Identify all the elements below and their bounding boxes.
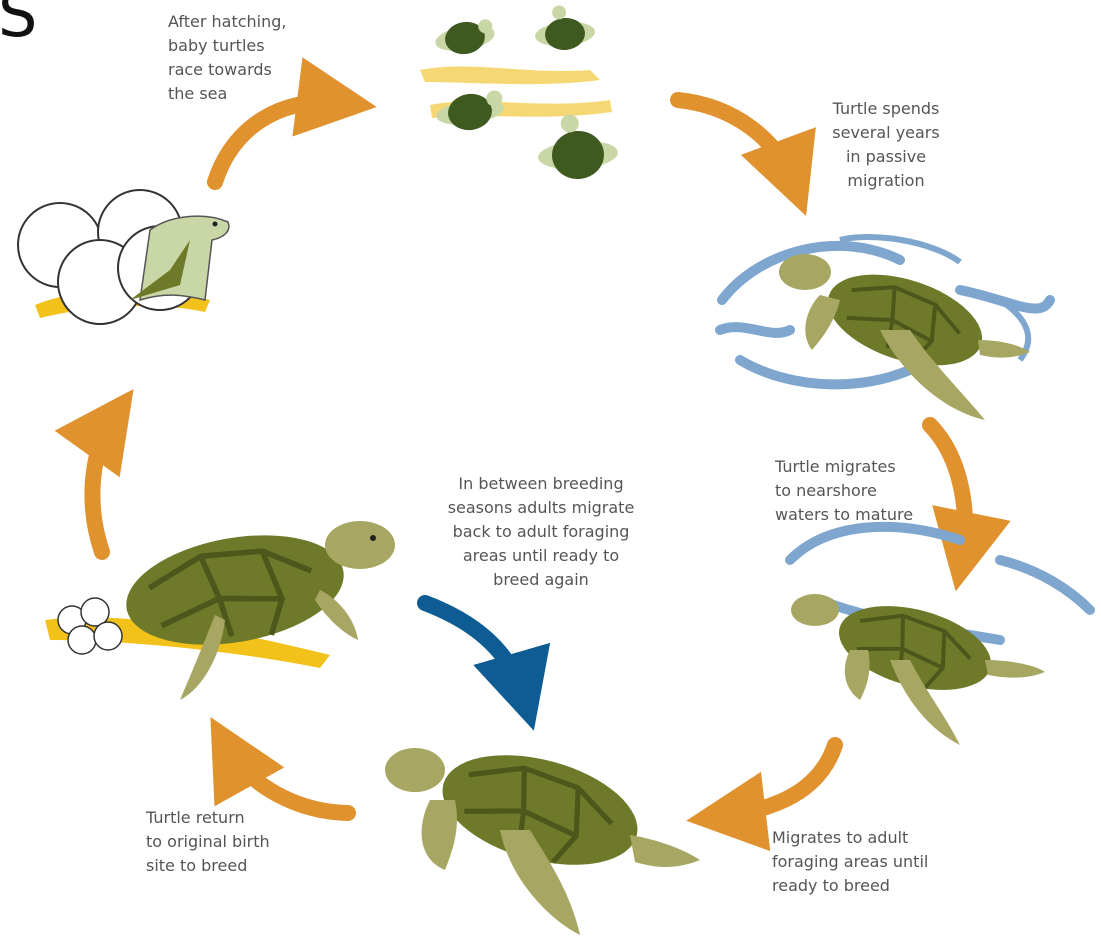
caption-foraging: Migrates to adult foraging areas until r… — [772, 826, 952, 898]
caption-return: Turtle return to original birth site to … — [146, 806, 296, 878]
caption-hatching: After hatching, baby turtles race toward… — [168, 10, 318, 106]
caption-nearshore: Turtle migrates to nearshore waters to m… — [775, 455, 935, 527]
arrow-eggs-to-hatchlings — [215, 102, 345, 182]
caption-passive-migration: Turtle spends several years in passive m… — [822, 97, 950, 193]
hatchlings-icon — [420, 2, 620, 181]
nearshore-turtle-icon — [790, 527, 1090, 745]
arrow-hatchlings-to-passive — [678, 100, 795, 186]
swimming-turtle-icon — [720, 237, 1050, 420]
arrow-adult-migration-back — [425, 603, 525, 700]
arrow-foraging-to-return — [226, 745, 348, 813]
adult-turtle-icon — [385, 736, 700, 935]
arrow-return-to-eggs — [92, 415, 115, 552]
arrow-nearshore-to-foraging — [718, 745, 835, 817]
egg-hatchling-icon — [18, 190, 229, 324]
caption-between-breeding: In between breeding seasons adults migra… — [434, 472, 648, 592]
